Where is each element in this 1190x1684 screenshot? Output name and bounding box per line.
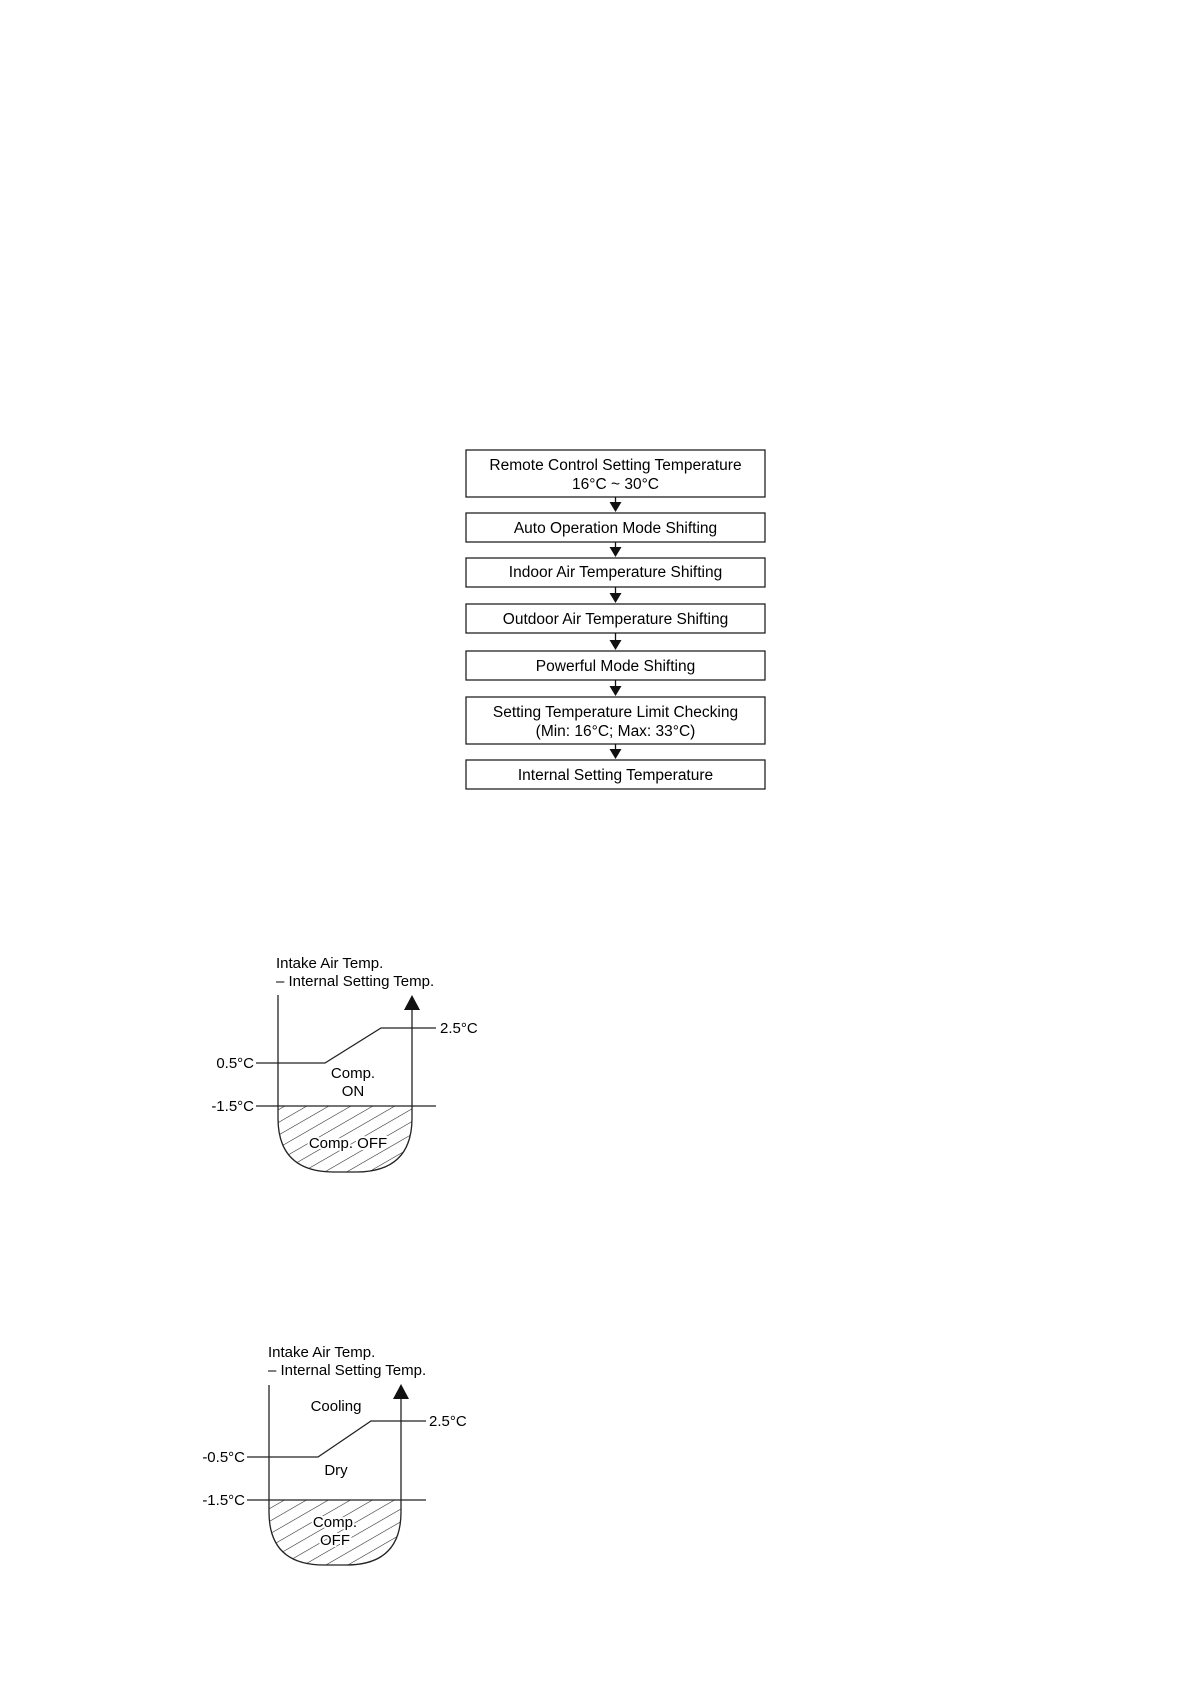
flow-step-label: Powerful Mode Shifting xyxy=(536,658,695,675)
flow-step-label: (Min: 16°C; Max: 33°C) xyxy=(536,723,696,740)
region-label-comp-off: Comp. OFF xyxy=(309,1135,387,1152)
region-label-comp-on: ON xyxy=(342,1083,365,1100)
flow-step-indoor-temp: Indoor Air Temperature Shifting xyxy=(465,557,766,588)
flow-step-label: Outdoor Air Temperature Shifting xyxy=(503,611,728,628)
flow-arrow-head xyxy=(609,593,622,603)
flow-step-remote-setting: Remote Control Setting Temperature 16°C … xyxy=(465,449,766,498)
compressor-control-diagram: Intake Air Temp. – Internal Setting Temp… xyxy=(211,955,478,1173)
level-label-low: -1.5°C xyxy=(202,1492,245,1509)
flow-step-label: 16°C ~ 30°C xyxy=(572,476,659,493)
up-arrow-icon xyxy=(393,1384,409,1399)
flow-arrow-head xyxy=(609,502,622,512)
region-label-comp-off: Comp. xyxy=(313,1514,357,1531)
region-label-cooling: Cooling xyxy=(311,1398,362,1415)
flow-step-label: Internal Setting Temperature xyxy=(518,767,713,784)
level-label-high: 2.5°C xyxy=(429,1413,467,1430)
comp-off-region xyxy=(269,1500,401,1565)
flow-arrow-head xyxy=(609,640,622,650)
flow-arrow-head xyxy=(609,749,622,759)
axis-label: – Internal Setting Temp. xyxy=(268,1362,426,1379)
level-label-high: 2.5°C xyxy=(440,1020,478,1037)
level-label-mid: 0.5°C xyxy=(216,1055,254,1072)
flow-step-label: Auto Operation Mode Shifting xyxy=(514,520,717,537)
threshold-line xyxy=(247,1420,426,1458)
comp-off-region xyxy=(278,1106,412,1172)
axis-label: Intake Air Temp. xyxy=(268,1344,375,1361)
flow-step-auto-mode: Auto Operation Mode Shifting xyxy=(465,512,766,543)
up-arrow-icon xyxy=(404,995,420,1010)
flow-step-label: Indoor Air Temperature Shifting xyxy=(509,564,722,581)
off-region-outline xyxy=(268,1511,402,1566)
axis-label: Intake Air Temp. xyxy=(276,955,383,972)
axis-label: – Internal Setting Temp. xyxy=(276,973,434,990)
flow-step-label: Setting Temperature Limit Checking xyxy=(493,704,738,721)
region-label-comp-on: Comp. xyxy=(331,1065,375,1082)
level-label-low: -1.5°C xyxy=(211,1098,254,1115)
flow-step-powerful-mode: Powerful Mode Shifting xyxy=(465,650,766,681)
temperature-shifting-flowchart: Remote Control Setting Temperature 16°C … xyxy=(465,449,766,790)
off-region-outline xyxy=(277,1117,413,1173)
flow-step-internal-setting: Internal Setting Temperature xyxy=(465,759,766,790)
flow-step-outdoor-temp: Outdoor Air Temperature Shifting xyxy=(465,603,766,634)
flow-arrow-head xyxy=(609,547,622,557)
threshold-line xyxy=(256,1027,436,1064)
region-label-comp-off: OFF xyxy=(320,1532,350,1549)
dry-mode-control-diagram: Intake Air Temp. – Internal Setting Temp… xyxy=(202,1344,467,1566)
region-label-dry: Dry xyxy=(324,1462,348,1479)
flow-arrow-head xyxy=(609,686,622,696)
level-label-mid: -0.5°C xyxy=(202,1449,245,1466)
flow-step-limit-check: Setting Temperature Limit Checking (Min:… xyxy=(465,696,766,745)
flow-step-label: Remote Control Setting Temperature xyxy=(489,457,741,474)
